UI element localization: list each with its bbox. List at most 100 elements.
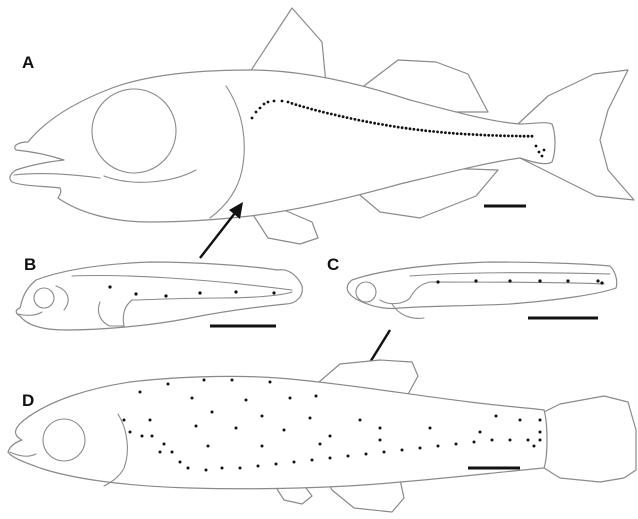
neuromast-dot	[149, 419, 152, 422]
neuromast-dot	[326, 112, 329, 115]
neuromast-dot	[444, 131, 447, 134]
neuromast-dot	[309, 417, 312, 420]
neuromast-dot	[123, 419, 126, 422]
neuromast-dot	[207, 445, 210, 448]
panel-a-label: A	[22, 53, 34, 72]
neuromast-dot	[539, 439, 542, 442]
neuromast-dot	[203, 379, 206, 382]
neuromast-dot	[257, 465, 260, 468]
neuromast-dot	[255, 111, 258, 114]
neuromast-dot	[283, 429, 286, 432]
neuromast-dot	[306, 107, 309, 110]
neuromast-dot	[523, 135, 526, 138]
neuromast-dot	[473, 441, 476, 444]
neuromast-dot	[405, 127, 408, 130]
neuromast-dot	[293, 461, 296, 464]
neuromast-dot	[507, 135, 510, 138]
neuromast-dot	[347, 455, 350, 458]
neuromast-dot	[495, 415, 498, 418]
neuromast-dot	[159, 451, 162, 454]
neuromast-dot	[539, 431, 542, 434]
neuromast-dot	[141, 435, 144, 438]
neuromast-dot	[205, 469, 208, 472]
neuromast-dot	[211, 411, 214, 414]
neuromast-dot	[413, 128, 416, 131]
neuromast-dot	[531, 135, 534, 138]
neuromast-dot	[251, 117, 254, 120]
neuromast-dot	[267, 101, 270, 104]
neuromast-dot	[231, 379, 234, 382]
neuromast-dot	[298, 104, 301, 107]
panel-c-body	[347, 262, 617, 309]
neuromast-dot	[365, 120, 368, 123]
neuromast-dot	[539, 419, 542, 422]
neuromast-dot	[566, 279, 569, 282]
neuromast-dot	[373, 122, 376, 125]
neuromast-dot	[440, 131, 443, 134]
neuromast-dot	[179, 461, 182, 464]
neuromast-dot	[511, 135, 514, 138]
neuromast-dot	[389, 125, 392, 128]
neuromast-dot	[596, 279, 599, 282]
neuromast-dot	[472, 133, 475, 136]
neuromast-dot	[273, 100, 276, 103]
neuromast-dot	[129, 431, 132, 434]
neuromast-dot	[417, 128, 420, 131]
neuromast-dot	[234, 290, 237, 293]
neuromast-dot	[329, 457, 332, 460]
neuromast-dot	[535, 145, 538, 148]
neuromast-dot	[163, 443, 166, 446]
neuromast-dot	[429, 427, 432, 430]
panel-b-label: B	[24, 255, 36, 274]
neuromast-dot	[515, 135, 518, 138]
panel-d-caudal-fin	[544, 396, 636, 482]
neuromast-dot	[538, 279, 541, 282]
neuromast-dot	[259, 107, 262, 110]
neuromast-dot	[272, 291, 275, 294]
neuromast-dot	[235, 427, 238, 430]
neuromast-dot	[432, 130, 435, 133]
neuromast-dot	[436, 131, 439, 134]
neuromast-dot	[456, 132, 459, 135]
neuromast-dot	[318, 110, 321, 113]
neuromast-dot	[281, 100, 284, 103]
neuromast-dot	[295, 103, 298, 106]
panel-a: A	[10, 8, 634, 244]
panel-c: C	[327, 255, 617, 318]
neuromast-dot	[393, 125, 396, 128]
neuromast-dot	[491, 134, 494, 137]
neuromast-dot	[221, 467, 224, 470]
neuromast-dot	[342, 115, 345, 118]
neuromast-dot	[275, 463, 278, 466]
neuromast-dot	[383, 451, 386, 454]
neuromast-dot	[314, 109, 317, 112]
panel-d: D	[8, 360, 636, 512]
neuromast-dot	[479, 431, 482, 434]
neuromast-dot	[420, 129, 423, 132]
neuromast-dot	[289, 397, 292, 400]
neuromast-dot	[527, 439, 530, 442]
neuromast-dot	[291, 102, 294, 105]
neuromast-dot	[310, 108, 313, 111]
neuromast-dot	[287, 101, 290, 104]
neuromast-dot	[139, 391, 142, 394]
neuromast-dot	[187, 467, 190, 470]
neuromast-dot	[359, 419, 362, 422]
neuromast-dot	[468, 133, 471, 136]
neuromast-dot	[198, 291, 201, 294]
neuromast-dot	[319, 443, 322, 446]
neuromast-dot	[476, 133, 479, 136]
neuromast-dot	[428, 130, 431, 133]
neuromast-dot	[239, 467, 242, 470]
neuromast-dot	[464, 133, 467, 136]
neuromast-dot	[369, 121, 372, 124]
neuromast-dot	[460, 132, 463, 135]
neuromast-dot	[436, 280, 439, 283]
neuromast-dot	[245, 399, 248, 402]
panel-b-body	[16, 262, 302, 330]
neuromast-dot	[541, 155, 544, 158]
neuromast-dot	[491, 439, 494, 442]
neuromast-dot	[269, 381, 272, 384]
neuromast-dot	[538, 151, 541, 154]
neuromast-dot	[527, 135, 530, 138]
